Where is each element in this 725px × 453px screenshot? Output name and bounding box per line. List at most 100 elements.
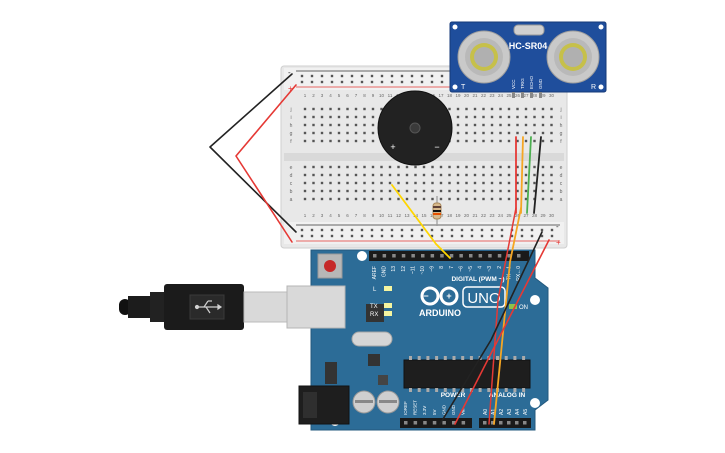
breadboard-hole[interactable] — [482, 123, 485, 127]
header-pin-hole[interactable] — [523, 421, 527, 425]
breadboard-hole[interactable] — [456, 131, 460, 135]
breadboard-hole[interactable] — [422, 181, 426, 185]
breadboard-hole[interactable] — [380, 107, 383, 111]
breadboard-hole[interactable] — [507, 139, 511, 143]
rail-hole[interactable] — [360, 234, 364, 238]
header-pin-hole[interactable] — [382, 254, 387, 258]
breadboard-hole[interactable] — [550, 181, 553, 185]
breadboard-hole[interactable] — [405, 165, 409, 169]
breadboard-hole[interactable] — [516, 189, 519, 193]
breadboard-hole[interactable] — [346, 115, 349, 119]
rail-hole[interactable] — [440, 74, 444, 78]
breadboard-hole[interactable] — [507, 165, 511, 169]
breadboard-hole[interactable] — [303, 189, 307, 193]
breadboard-hole[interactable] — [473, 165, 477, 169]
breadboard-hole[interactable] — [448, 165, 451, 169]
breadboard-hole[interactable] — [371, 131, 375, 135]
breadboard-hole[interactable] — [354, 181, 358, 185]
breadboard-hole[interactable] — [448, 173, 451, 177]
breadboard-hole[interactable] — [456, 165, 460, 169]
breadboard-hole[interactable] — [354, 197, 358, 201]
breadboard-hole[interactable] — [499, 173, 502, 177]
breadboard-hole[interactable] — [371, 139, 375, 143]
breadboard-hole[interactable] — [354, 139, 358, 143]
breadboard-hole[interactable] — [363, 115, 366, 119]
breadboard-hole[interactable] — [329, 115, 332, 119]
breadboard-hole[interactable] — [516, 181, 519, 185]
breadboard-hole[interactable] — [422, 189, 426, 193]
rail-hole[interactable] — [490, 234, 494, 238]
breadboard-hole[interactable] — [414, 189, 417, 193]
rail-hole[interactable] — [370, 74, 374, 78]
rail-hole[interactable] — [430, 228, 434, 232]
rail-hole[interactable] — [530, 228, 534, 232]
header-pin-hole[interactable] — [459, 254, 463, 258]
rail-hole[interactable] — [450, 234, 454, 238]
breadboard-hole[interactable] — [473, 139, 477, 143]
breadboard-hole[interactable] — [371, 197, 375, 201]
rail-hole[interactable] — [330, 74, 334, 78]
breadboard-hole[interactable] — [550, 165, 553, 169]
breadboard-hole[interactable] — [533, 189, 536, 193]
wire-red-to-analog[interactable] — [488, 207, 517, 425]
breadboard-hole[interactable] — [337, 197, 341, 201]
breadboard-hole[interactable] — [431, 181, 434, 185]
breadboard-hole[interactable] — [456, 123, 460, 127]
breadboard-hole[interactable] — [490, 197, 494, 201]
rail-hole[interactable] — [400, 234, 404, 238]
sensor-pin-trig[interactable] — [521, 92, 524, 98]
rail-hole[interactable] — [440, 80, 444, 84]
breadboard-hole[interactable] — [533, 173, 536, 177]
breadboard-hole[interactable] — [312, 165, 315, 169]
breadboard-hole[interactable] — [320, 197, 324, 201]
header-pin-hole[interactable] — [432, 421, 437, 425]
rail-hole[interactable] — [460, 228, 464, 232]
rail-hole[interactable] — [330, 234, 334, 238]
rail-hole[interactable] — [310, 74, 314, 78]
breadboard-hole[interactable] — [456, 115, 460, 119]
breadboard-hole[interactable] — [516, 115, 519, 119]
breadboard-hole[interactable] — [329, 131, 332, 135]
breadboard-hole[interactable] — [524, 107, 528, 111]
rail-hole[interactable] — [370, 80, 374, 84]
breadboard-hole[interactable] — [465, 123, 468, 127]
breadboard-hole[interactable] — [354, 189, 358, 193]
breadboard-hole[interactable] — [456, 173, 460, 177]
wire-yellow-buzzer-to-pin8[interactable] — [391, 184, 451, 259]
analog-header[interactable] — [479, 418, 531, 428]
breadboard-hole[interactable] — [337, 189, 341, 193]
breadboard-hole[interactable] — [533, 165, 536, 169]
rail-hole[interactable] — [310, 234, 314, 238]
breadboard-hole[interactable] — [346, 131, 349, 135]
breadboard-hole[interactable] — [388, 197, 392, 201]
breadboard-hole[interactable] — [346, 181, 349, 185]
header-pin-hole[interactable] — [442, 421, 446, 425]
breadboard-hole[interactable] — [354, 123, 358, 127]
rail-hole[interactable] — [540, 228, 544, 232]
header-pin-hole[interactable] — [449, 254, 454, 258]
rail-hole[interactable] — [370, 234, 374, 238]
rail-hole[interactable] — [350, 80, 354, 84]
rail-hole[interactable] — [360, 228, 364, 232]
breadboard-hole[interactable] — [320, 123, 324, 127]
breadboard-hole[interactable] — [320, 165, 324, 169]
rail-hole[interactable] — [410, 234, 414, 238]
rail-hole[interactable] — [320, 80, 324, 84]
breadboard-hole[interactable] — [439, 181, 443, 185]
breadboard-hole[interactable] — [363, 123, 366, 127]
header-pin-hole[interactable] — [413, 421, 418, 425]
rail-hole[interactable] — [320, 228, 324, 232]
breadboard-hole[interactable] — [533, 115, 536, 119]
breadboard-hole[interactable] — [465, 189, 468, 193]
rail-hole[interactable] — [300, 74, 304, 78]
rail-hole[interactable] — [380, 228, 384, 232]
rail-hole[interactable] — [300, 234, 304, 238]
breadboard-hole[interactable] — [329, 165, 332, 169]
breadboard-hole[interactable] — [397, 197, 400, 201]
rail-hole[interactable] — [390, 74, 394, 78]
breadboard-hole[interactable] — [405, 189, 409, 193]
breadboard-hole[interactable] — [524, 197, 528, 201]
breadboard-hole[interactable] — [337, 165, 341, 169]
breadboard-hole[interactable] — [499, 115, 502, 119]
breadboard-hole[interactable] — [303, 131, 307, 135]
